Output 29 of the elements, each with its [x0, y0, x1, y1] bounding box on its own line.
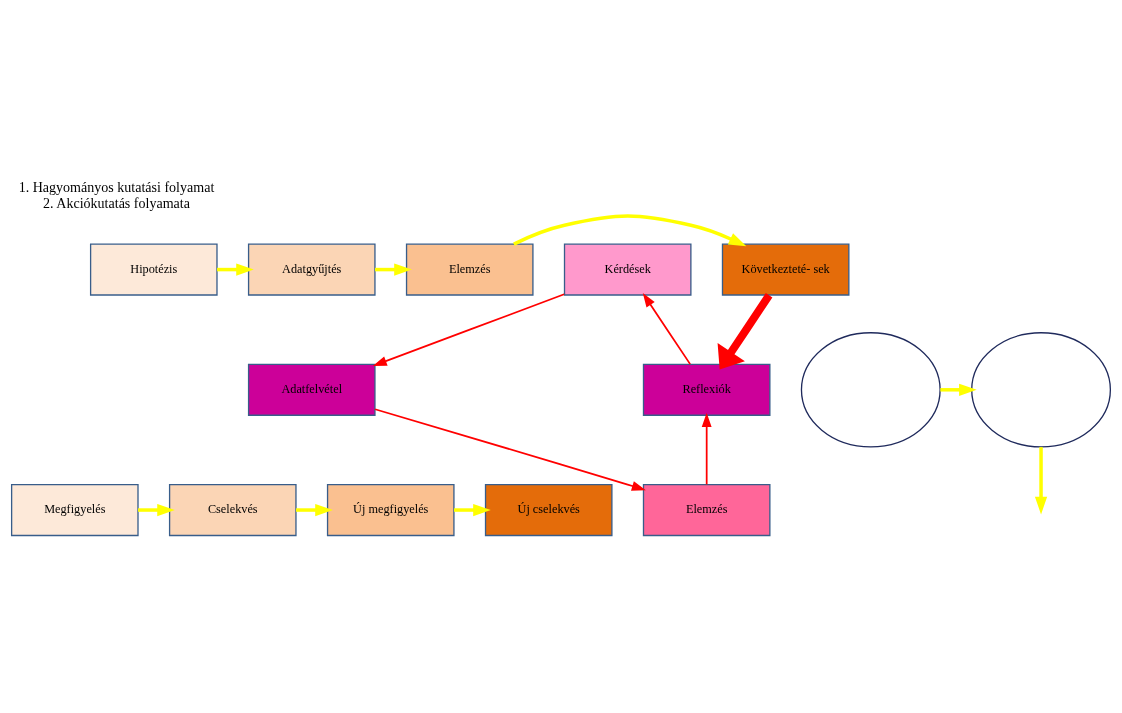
node-box: Reflexiók: [642, 363, 771, 416]
node-circle: [971, 332, 1112, 448]
node-box: Hipotézis: [89, 243, 218, 296]
diagram-title: 1. Hagyományos kutatási folyamat: [18, 179, 215, 196]
node-box: Következteté- sek: [721, 243, 850, 296]
arrow: [375, 263, 412, 276]
node-box: Elemzés: [405, 243, 534, 296]
arrow: [1034, 447, 1048, 515]
arrow: [217, 263, 254, 276]
node-box: Cselekvés: [168, 483, 297, 537]
node-box: Kérdések: [563, 243, 692, 296]
arrow: [372, 293, 565, 367]
arrow: [642, 293, 692, 365]
arrow: [717, 293, 773, 370]
caption: 2. Akciókutatás folyamata: [43, 195, 190, 212]
arrow: [940, 383, 977, 396]
arrow: [138, 503, 175, 517]
node-box: Elemzés: [642, 483, 771, 537]
node-circle: [800, 332, 941, 448]
arrow: [701, 412, 712, 486]
node-box: Megfigyelés: [10, 483, 139, 537]
node-box: Új cselekvés: [484, 483, 613, 537]
node-box: Adatfelvétel: [247, 363, 376, 416]
arrow: [296, 503, 333, 517]
arrow: [454, 503, 491, 517]
arrow: [513, 214, 747, 247]
node-box: Adatgyűjtés: [247, 243, 376, 296]
node-box: Új megfigyelés: [326, 483, 455, 537]
arrow: [374, 408, 646, 491]
